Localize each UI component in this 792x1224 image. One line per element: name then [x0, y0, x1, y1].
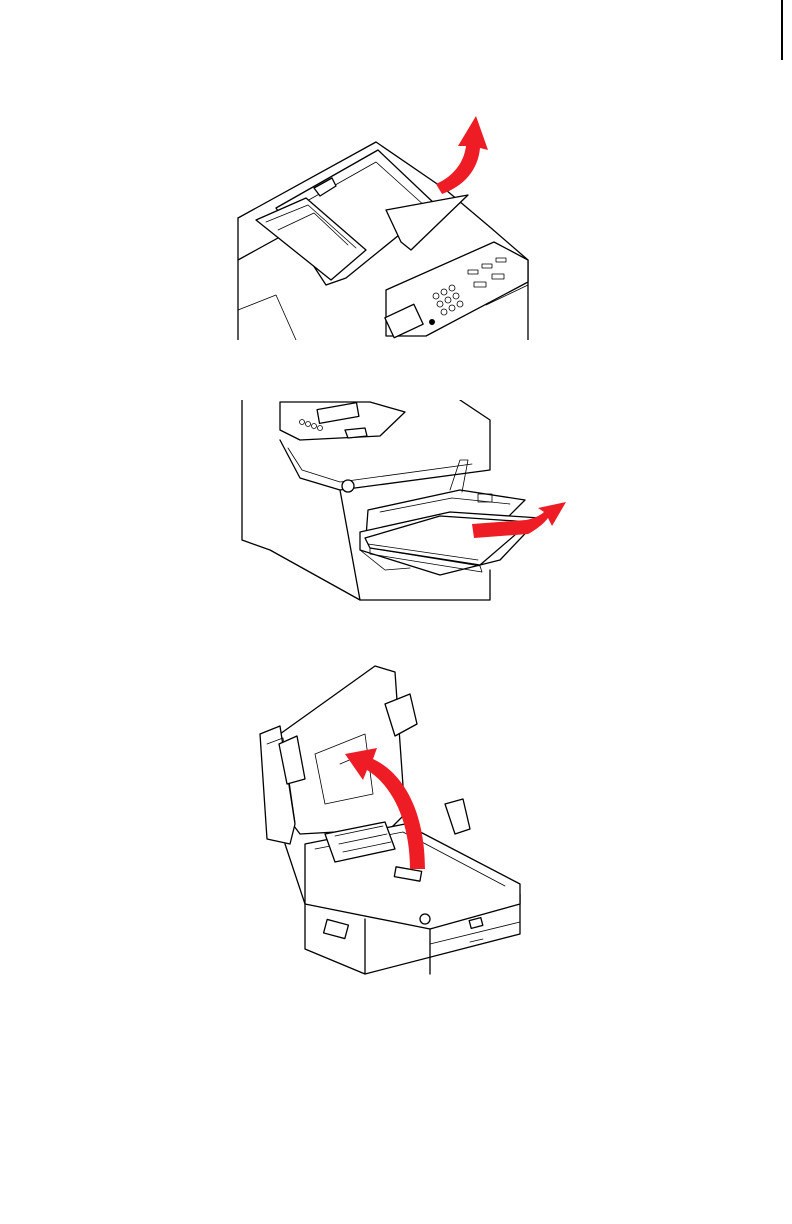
open-printer-drawing: [255, 664, 530, 984]
tray-illustration: [240, 400, 570, 602]
page-edge-rule: [781, 0, 783, 60]
tray-printer-drawing: [240, 400, 570, 602]
adf-printer-drawing: [236, 110, 532, 340]
red-lift-arrow: [436, 116, 488, 194]
adf-illustration: [236, 110, 532, 340]
side-vent: [324, 919, 349, 938]
scanner-open-illustration: [255, 664, 530, 984]
